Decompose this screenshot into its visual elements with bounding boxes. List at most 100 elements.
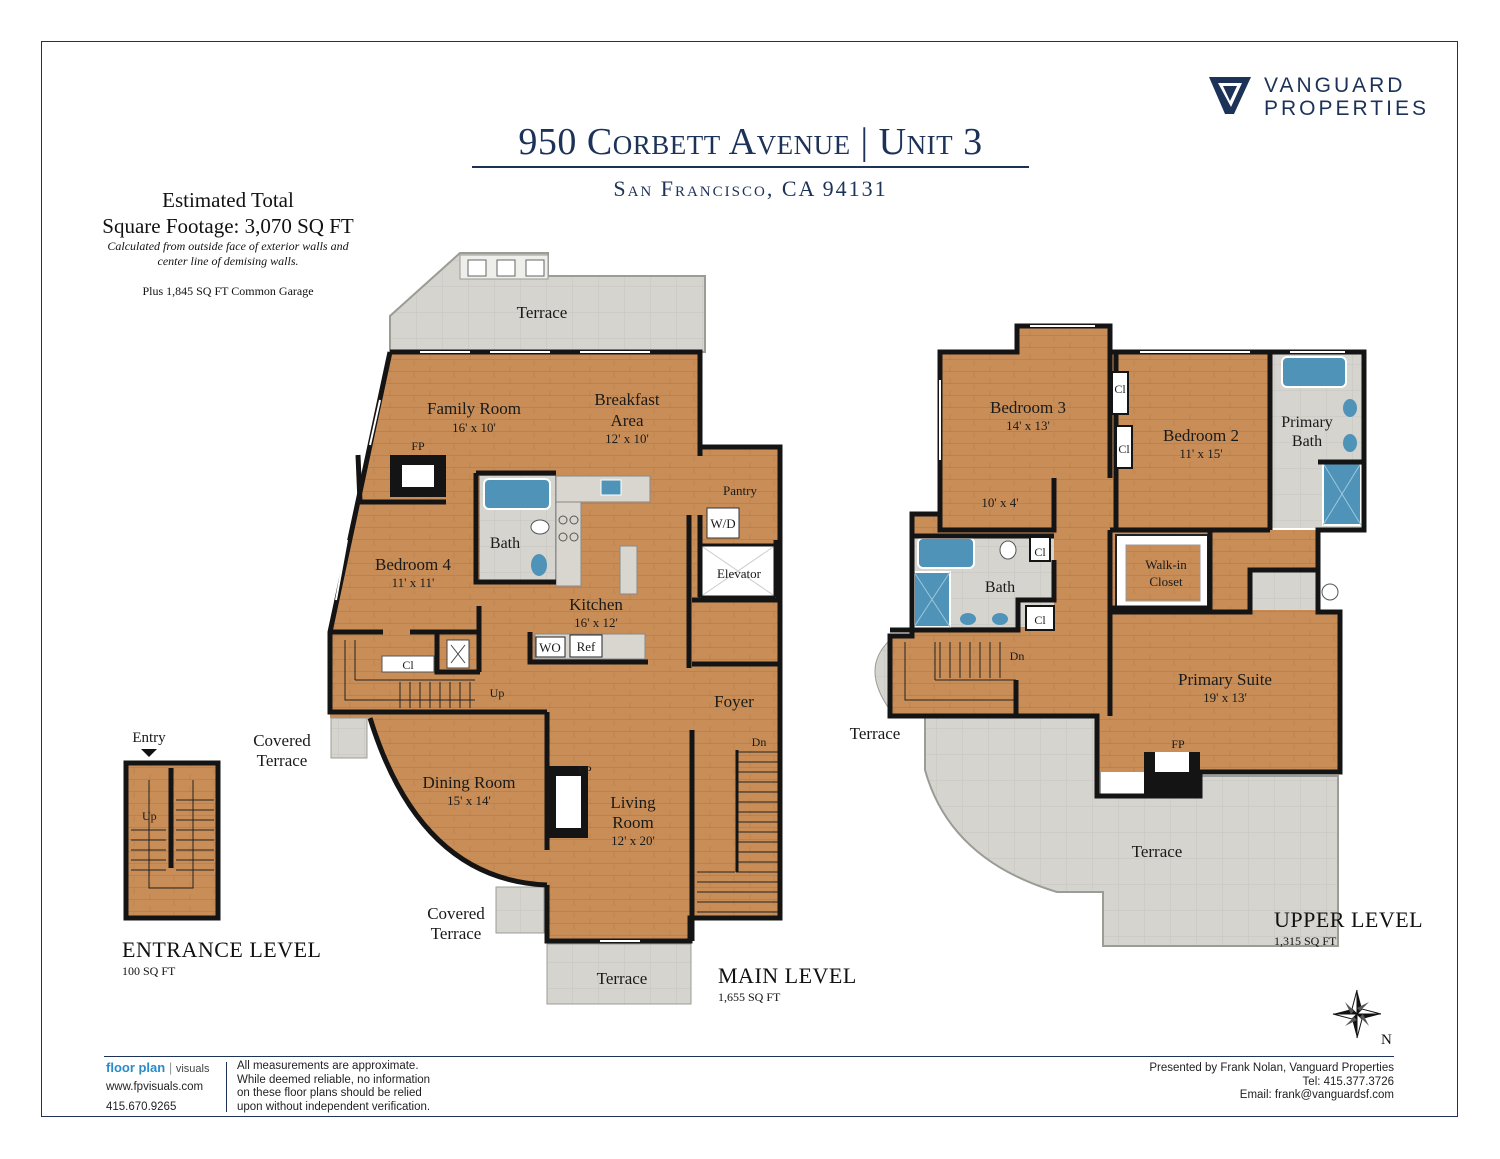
main-level-walls	[327, 349, 783, 944]
main-bath-label: Bath	[490, 535, 520, 552]
closet-label-3: Cl	[1034, 545, 1046, 559]
upper-level-size: 1,315 SQ FT	[1274, 934, 1337, 948]
main-terrace-bottom-label: Terrace	[597, 969, 648, 988]
kitchen-sink-icon	[600, 479, 622, 496]
agent-tel: Tel: 415.377.3726	[1302, 1075, 1394, 1088]
main-up-label: Up	[490, 686, 505, 700]
main-terrace-top-label: Terrace	[517, 303, 568, 322]
upper-level-walls	[887, 323, 1367, 799]
disclaimer: All measurements are approximate. While …	[237, 1060, 477, 1114]
suite-fp-label: FP	[1171, 737, 1185, 751]
upper-sink1-icon	[960, 613, 976, 625]
square-footage-block: Estimated Total Square Footage: 3,070 SQ…	[60, 187, 396, 299]
logo-line1: VANGUARD	[1264, 74, 1406, 97]
fpvisuals-logo: floor plan | visuals	[106, 1060, 210, 1075]
fpvisuals-phone: 415.670.9265	[106, 1101, 177, 1113]
main-toilet-icon	[530, 519, 550, 535]
logo-line2: PROPERTIES	[1264, 97, 1429, 120]
entry-label: Entry	[132, 730, 166, 746]
bedroom2-dim: 11' x 15'	[1179, 446, 1222, 461]
north-label: N	[1381, 1032, 1392, 1048]
upper-terrace-small-label: Terrace	[850, 724, 901, 743]
footer-rule	[104, 1056, 1394, 1057]
breakfast-dim: 12' x 10'	[605, 431, 649, 446]
bedroom4-dim: 11' x 11'	[392, 575, 435, 590]
covered-terrace-2-line1: Covered	[427, 904, 485, 923]
upper-stairs	[904, 642, 1016, 701]
upper-level-windows	[939, 325, 1345, 460]
main-closet-label: Cl	[402, 658, 414, 672]
foyer-dn-label: Dn	[752, 735, 767, 749]
footer-divider	[226, 1062, 227, 1112]
page-frame	[41, 41, 1458, 1117]
primary-suite-dim: 19' x 13'	[1203, 690, 1247, 705]
walkin-label-2: Closet	[1149, 574, 1183, 589]
garage-note: Plus 1,845 SQ FT Common Garage	[142, 284, 314, 298]
covered-terrace-1-line2: Terrace	[257, 751, 308, 770]
fpvisuals-url[interactable]: www.fpvisuals.com	[106, 1080, 204, 1093]
living-room-label-1: Living	[610, 793, 656, 812]
elevator-label: Elevator	[717, 566, 762, 581]
vanguard-logo: VANGUARD PROPERTIES	[1207, 74, 1427, 120]
suite-toilet-icon	[1321, 583, 1339, 601]
upper-sink2-icon	[992, 613, 1008, 625]
entry-arrow-icon	[141, 749, 157, 757]
bedroom2-label: Bedroom 2	[1163, 426, 1239, 445]
entrance-level-name: ENTRANCE LEVEL	[122, 937, 322, 962]
closet-label-2: Cl	[1118, 442, 1130, 456]
main-bathtub-icon	[483, 478, 551, 510]
agent-contact: Presented by Frank Nolan, Vanguard Prope…	[1074, 1062, 1394, 1103]
wall-oven-label: WO	[539, 640, 561, 655]
bedroom3-dim: 14' x 13'	[1006, 418, 1050, 433]
upper-level-plan: Bedroom 3 14' x 13' 10' x 4' Cl Cl Bedro…	[850, 323, 1367, 947]
upper-dn-label: Dn	[1010, 649, 1025, 663]
upper-bathtub-icon	[917, 537, 975, 569]
covered-terrace-1-line1: Covered	[253, 731, 311, 750]
sqft-line1: Estimated Total	[162, 188, 294, 212]
sqft-note2: center line of demising walls.	[157, 254, 299, 268]
walkin-label-1: Walk-in	[1145, 557, 1187, 572]
main-level-plan: Terrace Family Room 16' x 10' Breakfast …	[253, 252, 783, 1005]
dining-room-dim: 15' x 14'	[447, 793, 491, 808]
disclaimer-line4: upon without independent verification.	[237, 1100, 431, 1113]
page-title: 950 Corbett Avenue | Unit 3	[518, 121, 983, 163]
entrance-level-plan: Up Entry	[123, 730, 221, 921]
upper-terrace-label: Terrace	[1132, 842, 1183, 861]
primary-sink1-icon	[1343, 399, 1357, 417]
fpvisuals-block: floor plan | visuals www.fpvisuals.com 4…	[106, 1061, 221, 1115]
north-compass-icon	[1332, 989, 1382, 1039]
main-up-stairs	[344, 640, 475, 708]
main-level-size: 1,655 SQ FT	[718, 990, 781, 1004]
upper-level-name: UPPER LEVEL	[1274, 907, 1424, 932]
bedroom4-label: Bedroom 4	[375, 555, 452, 574]
closet-label-1: Cl	[1114, 382, 1126, 396]
family-room-dim: 16' x 10'	[452, 420, 496, 435]
sqft-line2: Square Footage: 3,070 SQ FT	[102, 214, 354, 238]
primary-bathtub-icon	[1281, 356, 1347, 388]
disclaimer-line3: on these floor plans should be relied	[237, 1087, 422, 1099]
agent-email[interactable]: Email: frank@vanguardsf.com	[1239, 1089, 1394, 1101]
primary-suite-label: Primary Suite	[1178, 670, 1272, 689]
pantry-label: Pantry	[723, 483, 757, 498]
sqft-note1: Calculated from outside face of exterior…	[107, 239, 349, 253]
fpvisuals-brand-light: visuals	[175, 1063, 210, 1075]
covered-terrace-2-line2: Terrace	[431, 924, 482, 943]
closet-label-4: Cl	[1034, 613, 1046, 627]
primary-sink2-icon	[1343, 434, 1357, 452]
title-underline	[472, 166, 1029, 168]
page-subtitle: San Francisco, CA 94131	[613, 176, 888, 201]
presented-by: Presented by Frank Nolan, Vanguard Prope…	[1149, 1062, 1394, 1074]
main-level-windows	[335, 351, 650, 942]
kitchen-dim: 16' x 12'	[574, 615, 618, 630]
entrance-level-size: 100 SQ FT	[122, 964, 176, 978]
kitchen-label: Kitchen	[569, 595, 623, 614]
washer-dryer-label: W/D	[710, 516, 735, 531]
primary-bath-label-2: Bath	[1292, 433, 1322, 450]
entrance-up-label: Up	[142, 809, 157, 823]
disclaimer-line2: While deemed reliable, no information	[237, 1073, 431, 1086]
bedroom3-label: Bedroom 3	[990, 398, 1066, 417]
breakfast-label-2: Area	[610, 411, 643, 430]
family-fp-label: FP	[411, 439, 425, 453]
living-room-label-2: Room	[612, 813, 654, 832]
